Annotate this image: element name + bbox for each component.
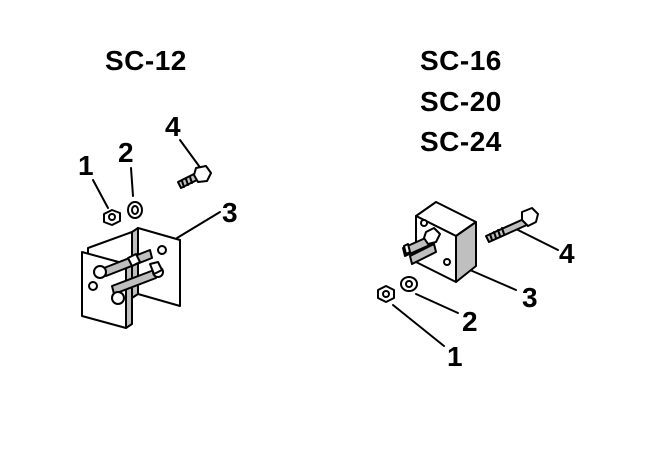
left-leader-2 (130, 167, 134, 197)
right-model-title-2: SC-20 (420, 86, 502, 117)
right-leader-4 (513, 227, 559, 251)
right-callout-1: 1 (447, 341, 463, 372)
right-model-title-3: SC-24 (420, 126, 502, 157)
left-callout-2: 2 (118, 137, 134, 168)
left-callout-3: 3 (222, 197, 238, 228)
left-callout-4: 4 (165, 111, 181, 142)
right-leader-3 (469, 269, 517, 291)
right-leader-2 (415, 293, 459, 314)
left-washer (127, 201, 143, 219)
left-bolt (177, 165, 212, 189)
right-callout-2: 2 (462, 306, 478, 337)
left-callout-1: 1 (78, 150, 94, 181)
left-leader-1 (92, 179, 109, 209)
right-nut (377, 285, 395, 303)
left-model-title: SC-12 (105, 45, 187, 76)
right-block (402, 201, 477, 283)
right-model-title-1: SC-16 (420, 45, 502, 76)
left-nut (103, 209, 121, 226)
left-leader-4 (179, 139, 200, 167)
right-washer (400, 276, 418, 292)
right-callout-3: 3 (522, 282, 538, 313)
left-leader-3 (176, 211, 221, 239)
right-leader-1 (392, 304, 445, 347)
right-bolt (485, 207, 539, 243)
left-bracket (81, 227, 181, 329)
right-callout-4: 4 (559, 238, 575, 269)
